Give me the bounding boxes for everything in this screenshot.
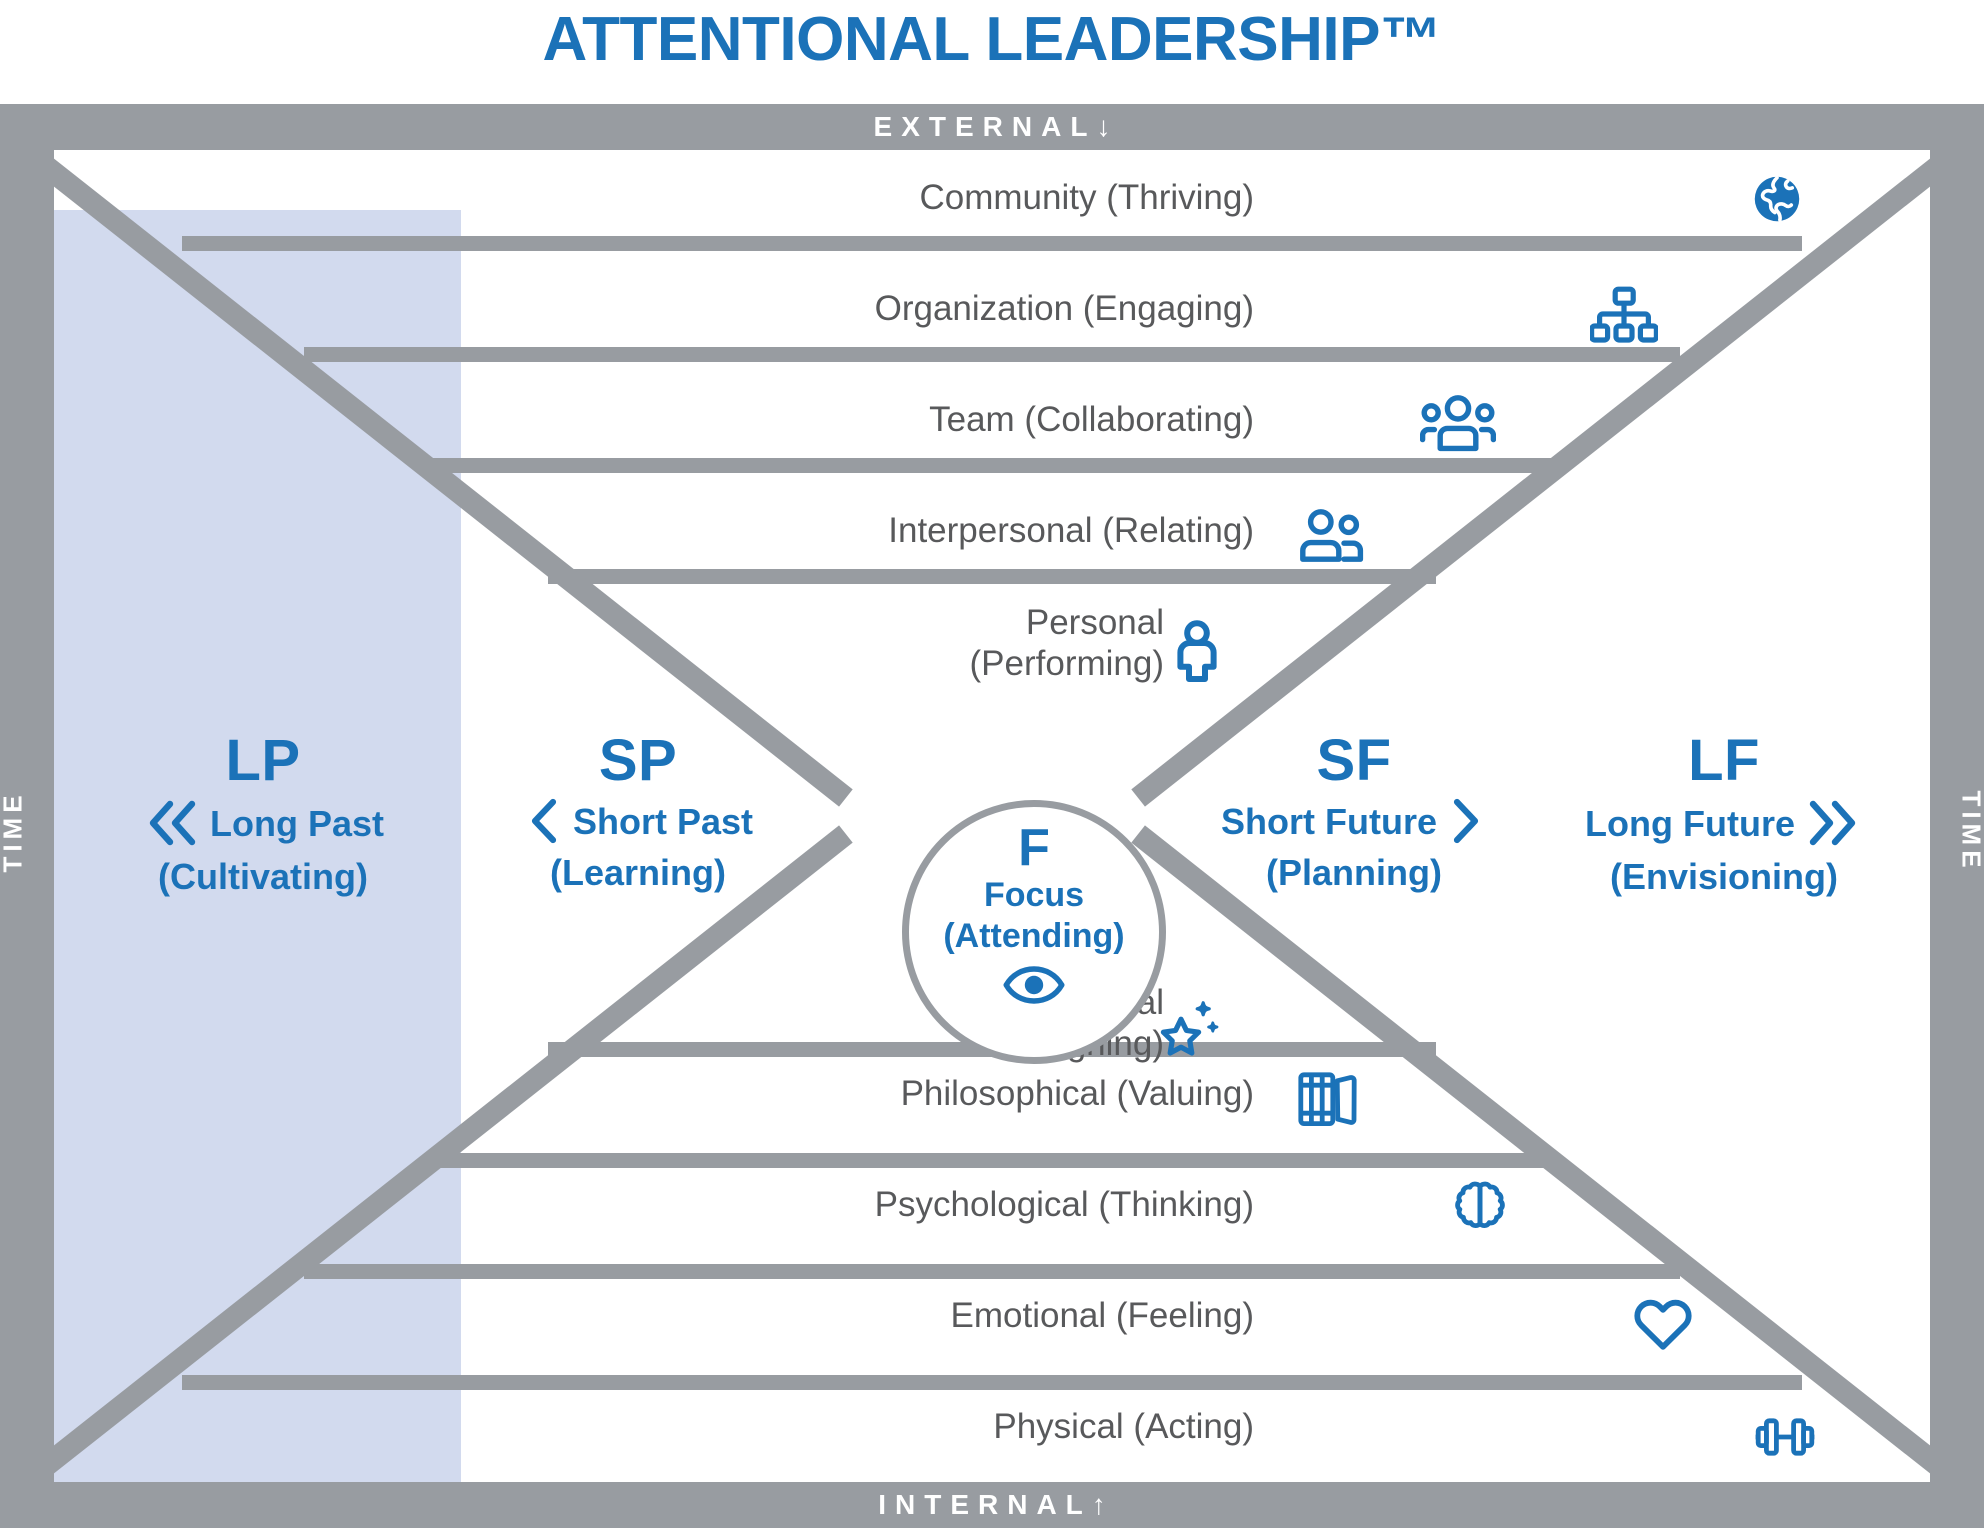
level-label-emotional: Emotional (Feeling): [950, 1296, 1254, 1335]
horizon-long-future-name: Long Future: [1585, 802, 1795, 844]
horizon-long-past[interactable]: LP Long Past (Cultivating): [98, 730, 428, 899]
external-band: EXTERNAL↓: [54, 104, 1930, 150]
horizon-short-future[interactable]: SF Short Future (Planning): [1194, 730, 1514, 895]
chevron-left-icon: [523, 792, 567, 850]
globe-icon: [1748, 170, 1806, 228]
horizon-short-past-gerund: (Learning): [550, 852, 726, 893]
focus-abbr: F: [1018, 819, 1050, 877]
person-icon: [1174, 620, 1220, 682]
sparkle-star-icon: [1158, 1000, 1220, 1058]
chevron-right-icon: [1443, 792, 1487, 850]
rowline-organization: [304, 347, 1680, 362]
up-arrow-icon: ↑: [1091, 1489, 1106, 1520]
horizon-short-past-abbr: SP: [598, 728, 678, 793]
time-label-right: TIME: [1956, 790, 1984, 873]
level-label-personal-line1: Personal: [1025, 603, 1164, 642]
time-bar-left: TIME: [0, 104, 54, 1528]
internal-label-text: INTERNAL: [878, 1489, 1092, 1520]
rowline-philosophical: [426, 1153, 1558, 1168]
focus-name: Focus: [983, 876, 1085, 914]
level-label-physical: Physical (Acting): [993, 1407, 1254, 1446]
books-icon: [1298, 1070, 1358, 1128]
level-label-personal-line2: (Performing): [969, 644, 1164, 683]
level-label-interpersonal: Interpersonal (Relating): [888, 511, 1254, 550]
three-people-icon: [1420, 394, 1496, 452]
time-bar-right: TIME: [1930, 104, 1984, 1528]
rowline-community: [182, 236, 1802, 251]
focus-circle[interactable]: F Focus (Attending): [902, 800, 1166, 1064]
dumbbell-icon: [1754, 1412, 1816, 1462]
horizon-short-future-name: Short Future: [1221, 800, 1437, 842]
external-label: EXTERNAL↓: [54, 104, 1930, 150]
internal-label: INTERNAL↑: [54, 1482, 1930, 1528]
level-label-organization: Organization (Engaging): [874, 289, 1254, 328]
rowline-team: [426, 458, 1558, 473]
rowline-emotional: [182, 1375, 1802, 1390]
rowline-interpersonal: [548, 569, 1436, 584]
page-title: ATTENTIONAL LEADERSHIP™: [542, 5, 1442, 74]
level-label-team: Team (Collaborating): [929, 400, 1254, 439]
double-chevron-right-icon: [1801, 792, 1863, 854]
rowline-psychological: [304, 1264, 1680, 1279]
level-label-personal: Personal (Performing): [744, 602, 1164, 684]
horizon-long-past-gerund: (Cultivating): [158, 856, 368, 897]
horizon-long-future[interactable]: LF Long Future (Envisioning): [1554, 730, 1894, 899]
level-label-philosophical: Philosophical (Valuing): [900, 1074, 1254, 1113]
focus-gerund: (Attending): [943, 917, 1125, 955]
horizon-short-future-abbr: SF: [1316, 728, 1392, 793]
down-arrow-icon: ↓: [1096, 111, 1111, 142]
time-label-left: TIME: [0, 790, 28, 873]
horizon-long-future-gerund: (Envisioning): [1610, 856, 1838, 897]
horizon-long-past-name: Long Past: [209, 802, 384, 844]
heart-icon: [1634, 1298, 1692, 1352]
horizon-short-past[interactable]: SP Short Past (Learning): [488, 730, 788, 895]
diagram-canvas: Community (Thriving) Organization (Engag…: [54, 150, 1930, 1482]
horizon-long-past-abbr: LP: [225, 728, 301, 793]
level-label-psychological: Psychological (Thinking): [874, 1185, 1254, 1224]
org-chart-icon: [1590, 286, 1658, 344]
horizon-long-future-abbr: LF: [1688, 728, 1760, 793]
horizon-short-past-name: Short Past: [572, 800, 754, 842]
diagram-frame: Community (Thriving) Organization (Engag…: [0, 104, 1984, 1528]
two-people-icon: [1296, 508, 1368, 564]
double-chevron-left-icon: [142, 792, 204, 854]
level-label-community: Community (Thriving): [919, 178, 1255, 217]
horizon-short-future-gerund: (Planning): [1266, 852, 1442, 893]
external-label-text: EXTERNAL: [873, 111, 1097, 142]
brain-icon: [1454, 1180, 1506, 1238]
internal-band: INTERNAL↑: [54, 1482, 1930, 1528]
eye-icon: [1003, 965, 1065, 1005]
